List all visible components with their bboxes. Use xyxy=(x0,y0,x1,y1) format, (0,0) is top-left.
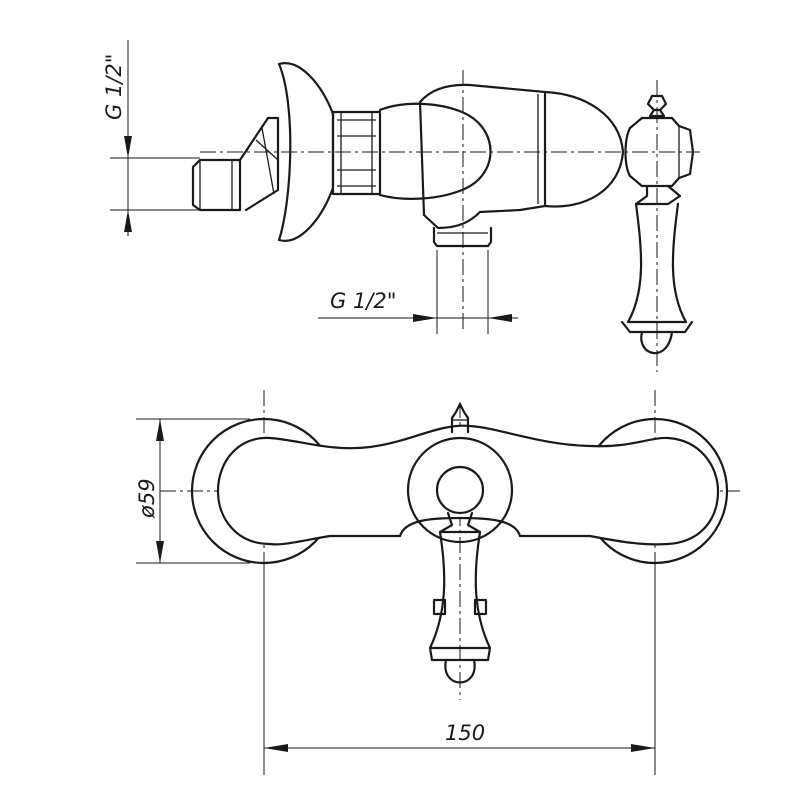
outlet-nipple xyxy=(432,226,493,248)
outlet-thread-label: G 1/2" xyxy=(330,289,396,313)
center-distance-label: 150 xyxy=(445,721,485,745)
front-view: ø59 150 xyxy=(135,390,740,775)
wall-flange-profile xyxy=(277,62,335,242)
center-distance-dimension: 150 xyxy=(263,560,656,775)
mixer-body-front xyxy=(216,424,720,546)
mixer-body xyxy=(378,83,625,230)
side-view: G 1/2" G 1/2" xyxy=(102,40,700,372)
control-hub-ring xyxy=(406,436,514,544)
control-hub-boss xyxy=(435,465,485,515)
inlet-thread-dimension: G 1/2" xyxy=(102,40,200,236)
hex-nut xyxy=(331,110,382,196)
inlet-thread-label: G 1/2" xyxy=(102,54,126,120)
top-finial xyxy=(450,402,470,434)
handle-side xyxy=(620,94,695,355)
inlet-nipple xyxy=(191,116,280,212)
outlet-thread-dimension: G 1/2" xyxy=(318,250,518,334)
lever-handle-front xyxy=(428,511,492,684)
flange-diameter-dimension: ø59 xyxy=(135,418,250,564)
flange-diameter-label: ø59 xyxy=(135,478,159,519)
